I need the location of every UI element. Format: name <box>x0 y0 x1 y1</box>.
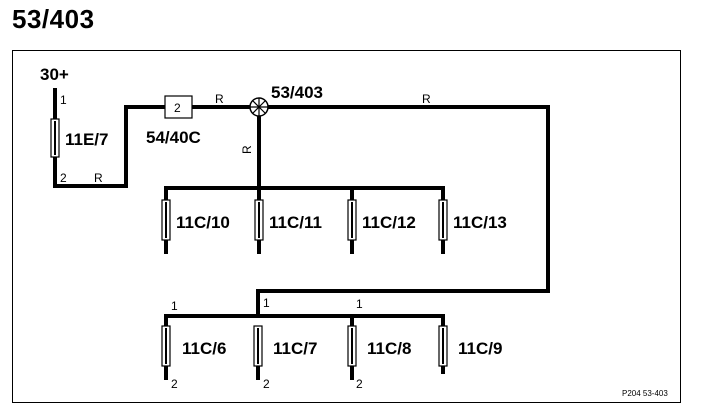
fuse-label-bottom: 11C/9 <box>458 339 502 358</box>
wire-color-label: R <box>422 92 431 106</box>
pin-label: 1 <box>171 299 178 313</box>
fuse-label-top: 11C/10 <box>176 213 230 232</box>
source-label: 30+ <box>40 65 69 84</box>
wire-color-label: R <box>94 171 103 185</box>
pin-label: 1 <box>263 296 270 310</box>
fuse-bottom-2 <box>253 325 263 367</box>
fuse-label-bottom: 11C/7 <box>273 339 317 358</box>
fuse-top-3 <box>347 199 357 241</box>
pin-label: 2 <box>356 377 363 391</box>
fuse-top-1 <box>161 199 171 241</box>
connector-box <box>164 95 193 119</box>
page-title: 53/403 <box>12 4 95 34</box>
pin-label: 1 <box>356 297 363 311</box>
wire-color-label: R <box>240 145 254 154</box>
footer-ref: P204 53-403 <box>622 389 668 398</box>
connector-pin: 2 <box>174 101 181 115</box>
wire-color-label: R <box>215 92 224 106</box>
fuse-top-2 <box>254 199 264 241</box>
fuse-bottom-3 <box>347 325 357 367</box>
source-pin-out: 2 <box>60 171 67 185</box>
connector-label: 54/40C <box>146 128 201 147</box>
fuse-bottom-4 <box>438 325 448 367</box>
fuse-label-top: 11C/13 <box>453 213 507 232</box>
splice-icon <box>249 97 269 117</box>
source-fuse-label: 11E/7 <box>65 130 109 149</box>
fuse-label-bottom: 11C/8 <box>367 339 411 358</box>
fuse-bottom-1 <box>161 325 171 367</box>
pin-label: 2 <box>263 377 270 391</box>
fuse-top-4 <box>438 199 448 241</box>
fuse-label-bottom: 11C/6 <box>182 339 226 358</box>
source-pin-in: 1 <box>60 93 67 107</box>
fuse-label-top: 11C/11 <box>269 213 322 232</box>
fuse-11E7 <box>50 118 60 158</box>
splice-label: 53/403 <box>271 83 323 102</box>
fuse-label-top: 11C/12 <box>362 213 416 232</box>
wire-splice-to-right <box>256 105 550 293</box>
pin-label: 2 <box>171 377 178 391</box>
diagram-frame <box>12 50 681 403</box>
